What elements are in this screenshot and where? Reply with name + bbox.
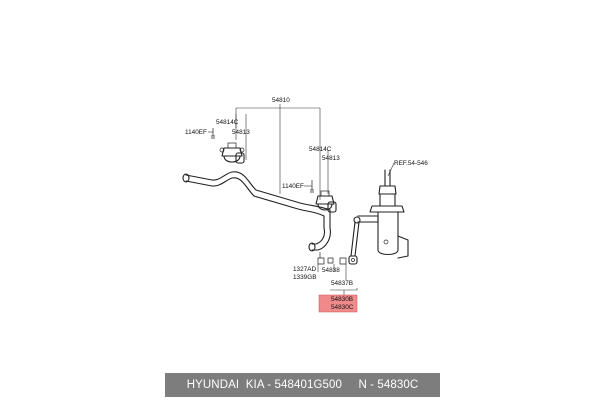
- right-bushing-assembly: [310, 180, 337, 213]
- label-link-nut: 54838: [322, 267, 340, 274]
- label-bolt-right: 1140EF: [282, 183, 304, 190]
- label-nut-a: 1327AD: [293, 266, 316, 273]
- label-stabilizer-bar: 54810: [272, 97, 290, 104]
- label-link-b: 54830B: [331, 296, 353, 303]
- label-bracket-right: 54813: [322, 155, 340, 162]
- label-bushing-left: 54814C: [216, 119, 239, 126]
- footer-part-info: HYUNDAI KIA - 548401G500 N - 54830C: [165, 373, 440, 397]
- label-bracket-left: 54813: [232, 129, 250, 136]
- label-strut-ref: REF.54-546: [394, 160, 428, 167]
- leader-lines: [208, 104, 395, 296]
- link-nuts: [317, 252, 334, 265]
- left-bushing-assembly: [211, 128, 245, 164]
- label-nut-b: 1339GB: [293, 274, 316, 281]
- footer-text: HYUNDAI KIA - 548401G500 N - 54830C: [186, 379, 419, 391]
- label-link-boot: 54837B: [331, 280, 353, 287]
- strut-assembly: [357, 169, 409, 259]
- label-bolt-left: 1140EF: [185, 129, 207, 136]
- stabilizer-link: [339, 216, 361, 265]
- highlight-box: [318, 294, 358, 313]
- stabilizer-bar: [182, 171, 331, 252]
- label-link-c: 54830C: [331, 304, 354, 311]
- label-bushing-right: 54814C: [309, 146, 332, 153]
